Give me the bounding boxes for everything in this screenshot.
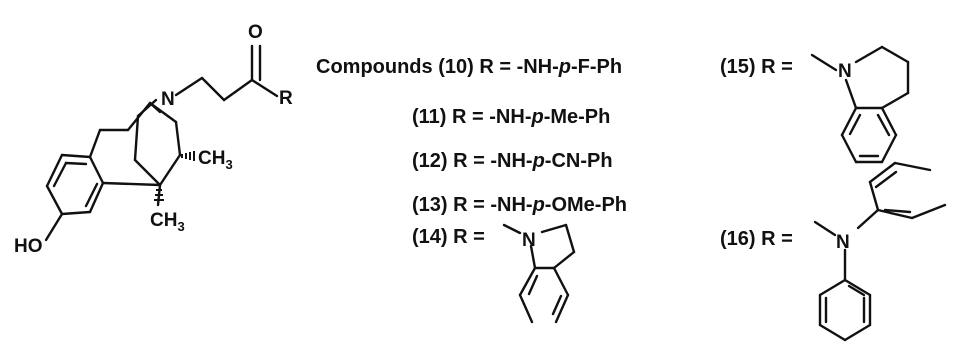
compound-16-label: (16) R = — [720, 228, 793, 250]
compound-12-suffix: -CN-Ph — [544, 150, 613, 172]
compound-11-label: (11) R = -NH-p-Me-Ph — [412, 106, 610, 128]
compound-10-para: p — [558, 56, 572, 78]
c16-nitrogen: N — [836, 232, 850, 253]
indoline-structure — [502, 223, 576, 324]
tetrahydroquinoline-structure — [810, 45, 910, 164]
compound-11-para: p — [531, 106, 544, 128]
compounds-word: Compounds — [316, 56, 433, 78]
compound-16-id: (16) R = — [720, 228, 793, 250]
aromatic-ring — [45, 153, 105, 216]
compounds-header: Compounds (10) R = -NH-p-F-Ph — [316, 56, 622, 78]
r-group-label: R — [279, 88, 293, 109]
c14-nitrogen: N — [522, 230, 536, 251]
c15-nitrogen: N — [838, 61, 852, 82]
compound-12-prefix: -NH- — [490, 150, 533, 172]
hydroxyl-label: HO — [14, 236, 43, 257]
compound-12-id: (12) R = — [412, 150, 491, 172]
methyl-upper-label: CH3 — [198, 148, 233, 172]
compound-11-suffix: -Me-Ph — [543, 106, 611, 128]
compound-13-para: p — [532, 194, 545, 216]
oxygen-label: O — [248, 22, 263, 43]
methyl-lower-label: CH3 — [150, 210, 185, 234]
compound-12-para: p — [532, 150, 545, 172]
propanoyl-chain — [174, 44, 279, 102]
bicyclic-bridge — [88, 98, 182, 207]
hashed-wedge-upper — [181, 151, 195, 161]
compound-13-suffix: -OMe-Ph — [544, 194, 628, 216]
compound-13-id: (13) R = — [412, 194, 491, 216]
compound-15-id: (15) R = — [720, 56, 793, 78]
compound-13-prefix: -NH- — [490, 194, 533, 216]
compound-14-id: (14) R = — [412, 226, 485, 248]
hydroxyl-bond — [44, 212, 64, 242]
compound-12-label: (12) R = -NH-p-CN-Ph — [412, 150, 613, 172]
compound-10-id: (10) R = — [438, 56, 517, 78]
compound-11-prefix: -NH- — [489, 106, 532, 128]
nitrogen-label: N — [161, 89, 175, 110]
compound-10-prefix: -NH- — [516, 56, 559, 78]
compound-13-label: (13) R = -NH-p-OMe-Ph — [412, 194, 627, 216]
compound-14-label: (14) R = — [412, 226, 485, 248]
compound-15-label: (15) R = — [720, 56, 793, 78]
hashed-wedge-lower — [154, 189, 164, 201]
compound-10-suffix: -F-Ph — [571, 56, 623, 78]
diphenylamine-structure — [813, 161, 947, 342]
compound-11-id: (11) R = — [412, 106, 490, 128]
